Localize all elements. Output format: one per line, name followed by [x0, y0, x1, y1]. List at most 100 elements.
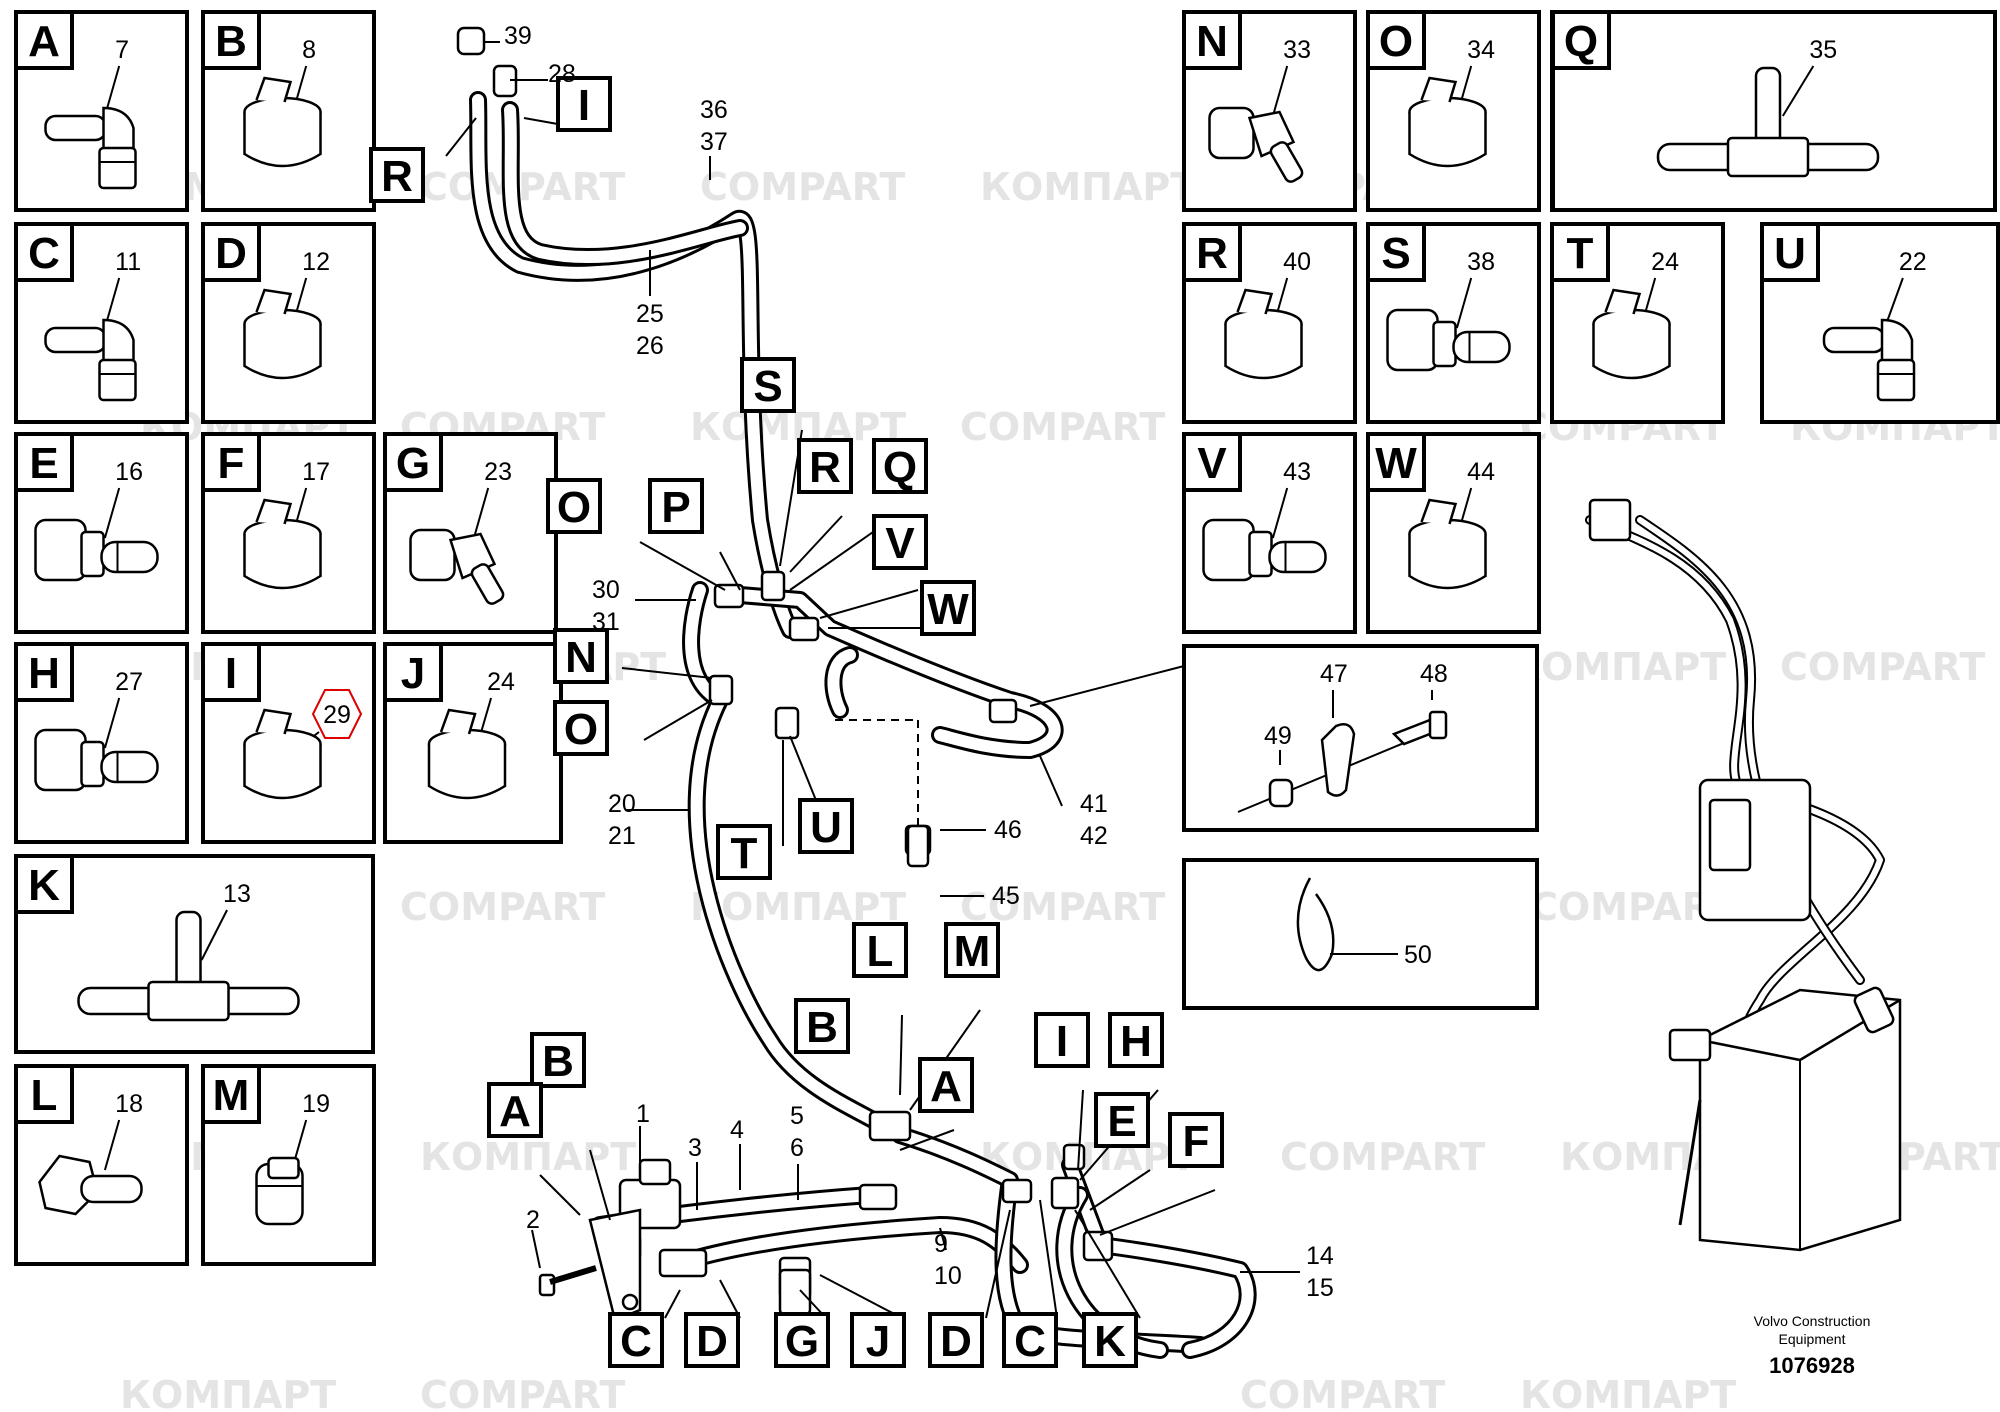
callout-letter: A [499, 1087, 531, 1136]
callout-number-45: 45 [992, 882, 1020, 910]
panel-part-number: 24 [487, 668, 515, 696]
cable-tie-icon [1296, 877, 1335, 972]
panel-part-number: 17 [302, 458, 330, 486]
callout-t: T [716, 824, 772, 880]
bracket-icon [1320, 723, 1356, 797]
callout-b: B [794, 998, 850, 1054]
callout-number-30: 30 [592, 576, 620, 604]
panel-letter: L [31, 1071, 58, 1120]
callout-letter: B [806, 1003, 838, 1052]
panel-letter: I [225, 649, 237, 698]
watermark-text: COMPART [960, 405, 1165, 449]
callout-letter: M [954, 927, 991, 976]
watermark-text: COMPART [420, 1373, 625, 1412]
panel-letter: Q [1564, 17, 1598, 66]
callout-letter: S [753, 362, 782, 411]
callout-c: C [608, 1312, 664, 1368]
mount-part-49: 49 [1264, 722, 1292, 750]
mount-part-48: 48 [1420, 660, 1448, 688]
callout-number-9: 9 [934, 1230, 948, 1258]
panel-letter: C [28, 229, 60, 278]
panel-part-number: 43 [1283, 458, 1311, 486]
callout-number-42: 42 [1080, 822, 1108, 850]
watermark-text: КОМПАРТ [120, 1373, 336, 1412]
panel-part-number: 40 [1283, 248, 1311, 276]
hose-clamp-icon [1224, 288, 1303, 380]
callout-i: I [556, 76, 612, 132]
panel-part-number: 44 [1467, 458, 1495, 486]
callout-number-41: 41 [1080, 790, 1108, 818]
callout-number-26: 26 [636, 332, 664, 360]
callout-u: U [798, 798, 854, 854]
callout-letter: F [1183, 1117, 1210, 1166]
watermark-text: COMPART [960, 885, 1165, 929]
callout-number-1: 1 [636, 1100, 650, 1128]
panel-letter: H [28, 649, 60, 698]
callout-number-31: 31 [592, 608, 620, 636]
footer: Volvo Construction Equipment 1076928 [1754, 1313, 1871, 1378]
detail-panel-r: R 40 [1182, 222, 1357, 424]
callout-letter: C [620, 1317, 652, 1366]
spacer-icon [1268, 778, 1294, 808]
elbow-connector-icon [44, 318, 137, 402]
callout-number-5: 5 [790, 1102, 804, 1130]
straight-connector-icon [34, 518, 159, 582]
callout-i: I [1034, 1012, 1090, 1068]
valve-block [538, 1158, 708, 1322]
panel-part-number: 8 [302, 36, 316, 64]
callout-letter: L [867, 927, 894, 976]
machine-overview-icon [1585, 498, 1902, 1252]
callout-q: Q [872, 438, 928, 494]
callout-number-2: 2 [526, 1206, 540, 1234]
callout-number-28: 28 [548, 60, 576, 88]
hose-clamp-icon [1408, 76, 1487, 168]
panel-part-number: 27 [115, 668, 143, 696]
drawing-code: 1076928 [1769, 1353, 1855, 1378]
panel-part-number: 16 [115, 458, 143, 486]
strap-panel: 50 [1182, 858, 1539, 1010]
callout-number-39: 39 [504, 22, 532, 50]
panel-part-number: 33 [1283, 36, 1311, 64]
hose-clamp-icon [243, 708, 322, 800]
callout-letter: O [564, 705, 598, 754]
callout-number-10: 10 [934, 1262, 962, 1290]
panel-letter: B [215, 17, 247, 66]
panel-letter: A [28, 17, 60, 66]
callout-letter: I [578, 81, 590, 130]
callout-o: O [553, 700, 609, 756]
watermark-text: COMPART [1280, 1135, 1485, 1179]
callout-letter: O [557, 483, 591, 532]
hose-clamp-icon [243, 76, 322, 168]
leader-lines [445, 41, 1300, 1319]
callout-letter: J [866, 1317, 890, 1366]
callout-number-15: 15 [1306, 1274, 1334, 1302]
mount-kit-panel: 47 48 49 [1182, 644, 1539, 832]
callout-number-46: 46 [994, 816, 1022, 844]
watermark-text: КОМПАРТ [420, 1135, 636, 1179]
callout-letter: W [927, 585, 969, 634]
panel-letter: R [1196, 229, 1228, 278]
callout-c: C [1002, 1312, 1058, 1368]
hose-clamp-icon [243, 288, 322, 380]
callout-g: G [774, 1312, 830, 1368]
small-clamp-icon [255, 1156, 304, 1226]
callout-letter: K [1094, 1317, 1126, 1366]
callout-letter: R [381, 152, 413, 201]
detail-panel-i: I29 [201, 642, 376, 844]
callout-letter: A [930, 1062, 962, 1111]
straight-connector-icon [34, 728, 159, 792]
callout-number-36: 36 [700, 96, 728, 124]
callout-r: R [797, 438, 853, 494]
